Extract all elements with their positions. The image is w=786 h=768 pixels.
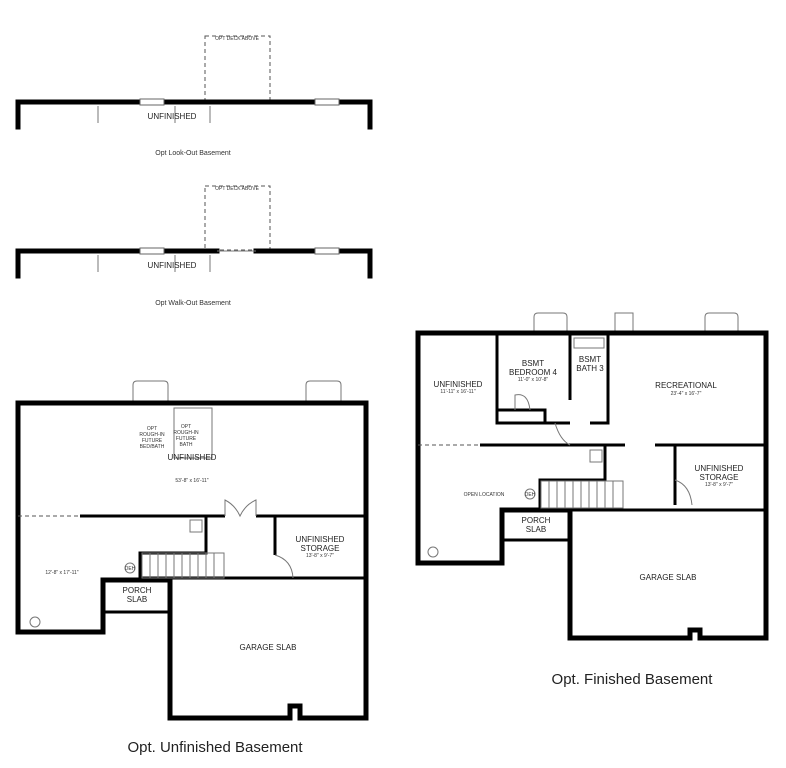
- svg-text:GARAGE SLAB: GARAGE SLAB: [640, 573, 697, 582]
- svg-text:SLAB: SLAB: [127, 595, 147, 604]
- svg-text:13'-8" x 9'-7": 13'-8" x 9'-7": [705, 482, 733, 488]
- water-heater-icon: [124, 562, 136, 574]
- svg-text:ROUGH-IN: ROUGH-IN: [173, 430, 199, 436]
- floor-drain-icon: [29, 616, 41, 628]
- svg-text:BATH: BATH: [180, 442, 193, 448]
- svg-text:53'-8" x 16'-11": 53'-8" x 16'-11": [175, 478, 208, 484]
- lookout-basement-plan: OPT DECK ABOVE UNFINISHED Opt Look-Out B…: [15, 35, 373, 157]
- unfinished-basement-plan: DEH OPT ROUGH-IN FUTURE BED/BATH OPT ROU…: [15, 380, 369, 756]
- water-heater-icon: [524, 488, 536, 500]
- svg-text:FUTURE: FUTURE: [176, 436, 197, 442]
- caption: Opt Look-Out Basement: [155, 150, 231, 157]
- svg-text:11'-11" x 16'-11": 11'-11" x 16'-11": [440, 389, 475, 395]
- svg-text:STORAGE: STORAGE: [700, 473, 739, 482]
- room-label: UNFINISHED: [148, 112, 197, 121]
- room-label: UNFINISHED: [148, 261, 197, 270]
- svg-text:BSMT: BSMT: [522, 359, 544, 368]
- svg-text:BED/BATH: BED/BATH: [140, 444, 165, 450]
- svg-text:BSMT: BSMT: [579, 355, 601, 364]
- deck-label: OPT DECK ABOVE: [215, 36, 259, 42]
- svg-text:BEDROOM 4: BEDROOM 4: [509, 368, 558, 377]
- svg-text:PORCH: PORCH: [123, 586, 152, 595]
- svg-text:BATH 3: BATH 3: [576, 364, 604, 373]
- svg-text:FUTURE: FUTURE: [142, 438, 163, 444]
- svg-text:SLAB: SLAB: [526, 525, 546, 534]
- caption: Opt. Finished Basement: [552, 671, 714, 688]
- svg-text:12'-8" x 17'-11": 12'-8" x 17'-11": [45, 570, 78, 576]
- staircase: [141, 552, 225, 579]
- svg-text:DEH: DEH: [125, 566, 136, 572]
- finished-basement-plan: DEH OPEN LOCATION UNFINISHED 11'-11" x 1…: [415, 312, 769, 688]
- svg-text:STORAGE: STORAGE: [301, 544, 340, 553]
- svg-text:OPT: OPT: [147, 426, 157, 432]
- svg-text:11'-0" x 10'-8": 11'-0" x 10'-8": [518, 377, 549, 383]
- svg-text:DEH: DEH: [525, 492, 536, 498]
- caption: Opt. Unfinished Basement: [127, 739, 303, 756]
- caption: Opt Walk-Out Basement: [155, 300, 231, 307]
- walkout-basement-plan: OPT DECK ABOVE UNFINISHED Opt Walk-Out B…: [15, 185, 373, 307]
- svg-text:OPEN LOCATION: OPEN LOCATION: [464, 492, 505, 498]
- svg-text:OPT: OPT: [181, 424, 191, 430]
- svg-text:UNFINISHED: UNFINISHED: [434, 380, 483, 389]
- svg-text:RECREATIONAL: RECREATIONAL: [655, 381, 717, 390]
- svg-text:ROUGH-IN: ROUGH-IN: [139, 432, 165, 438]
- svg-text:23'-4" x 16'-7": 23'-4" x 16'-7": [671, 391, 702, 397]
- room-label: UNFINISHED: [168, 453, 217, 462]
- deck-label: OPT DECK ABOVE: [215, 186, 259, 192]
- svg-text:13'-8" x 9'-7": 13'-8" x 9'-7": [306, 553, 334, 559]
- staircase: [540, 480, 624, 509]
- svg-text:UNFINISHED: UNFINISHED: [296, 535, 345, 544]
- svg-text:GARAGE SLAB: GARAGE SLAB: [240, 643, 297, 652]
- floor-drain-icon: [427, 546, 439, 558]
- svg-text:UNFINISHED: UNFINISHED: [695, 464, 744, 473]
- svg-text:PORCH: PORCH: [522, 516, 551, 525]
